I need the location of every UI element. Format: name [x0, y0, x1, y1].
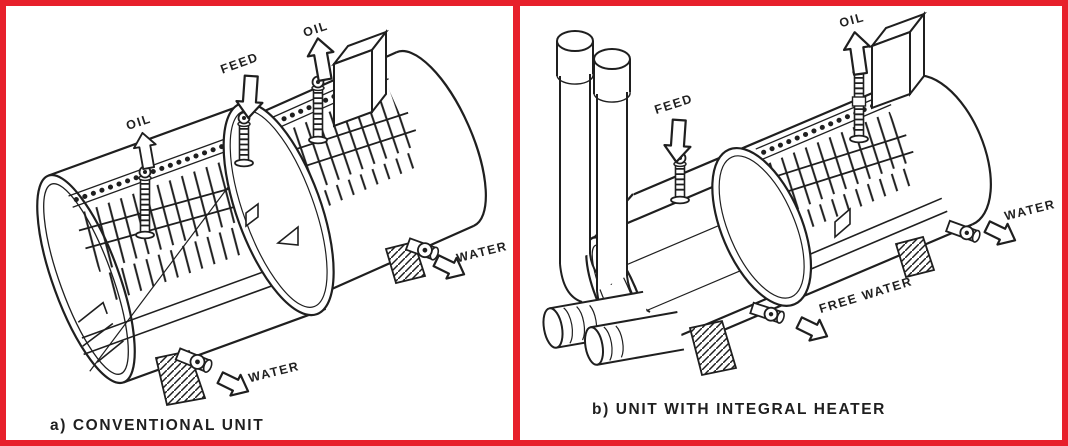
water-label: WATER: [1003, 197, 1057, 223]
support-saddle: [894, 235, 936, 279]
oil-up-arrow-icon: [303, 35, 340, 84]
oil-label: OIL: [124, 112, 153, 133]
baffle-plates: [78, 160, 258, 303]
oil-label: OIL: [301, 19, 330, 40]
control-box: [869, 11, 927, 110]
water-label: WATER: [455, 239, 509, 265]
panel-conventional-unit: OIL FEED OIL WATER WATER a) CONVENTIONAL…: [6, 6, 513, 440]
feed-label: FEED: [219, 50, 261, 77]
free-water-label: FREE WATER: [817, 274, 914, 316]
feed-down-arrow-icon: [662, 118, 694, 164]
head-window: [245, 202, 259, 228]
panel-caption: a) CONVENTIONAL UNIT: [50, 417, 264, 434]
control-box: [331, 29, 389, 128]
oil-up-arrow-icon: [840, 29, 875, 77]
oil-outlet-valve-nozzle: [308, 75, 328, 145]
fire-tube: [584, 311, 685, 366]
water-label: WATER: [247, 359, 301, 385]
oil-outlet-valve-nozzle: [135, 165, 155, 240]
bottom-channel-sections: [77, 301, 124, 363]
head-window: [834, 207, 851, 239]
conventional-unit-drawing: OIL FEED OIL WATER WATER a) CONVENTIONAL…: [36, 19, 509, 434]
oil-label: OIL: [838, 10, 866, 30]
water-outlet-nozzle: [404, 237, 440, 261]
exhaust-stack: [556, 30, 613, 303]
free-water-flow-arrow-icon: [793, 311, 834, 348]
water-outlet-nozzle: [944, 219, 981, 243]
water-flow-arrow-icon: [981, 215, 1022, 252]
vessel-mid-head: [711, 146, 813, 307]
feed-inlet-nozzle: [670, 151, 690, 205]
integral-heater-drawing: OIL FEED WATER FREE WATER b) UNIT WITH I…: [542, 10, 1057, 418]
panel-caption: b) UNIT WITH INTEGRAL HEATER: [592, 401, 886, 418]
free-water-outlet-nozzle: [749, 301, 785, 324]
support-saddle: [688, 319, 738, 377]
panel-unit-with-integral-heater: OIL FEED WATER FREE WATER b) UNIT WITH I…: [520, 6, 1062, 440]
exhaust-stack: [593, 48, 651, 329]
water-outlet-nozzle: [174, 347, 213, 373]
head-window: [275, 225, 299, 246]
feed-label: FEED: [653, 91, 695, 117]
